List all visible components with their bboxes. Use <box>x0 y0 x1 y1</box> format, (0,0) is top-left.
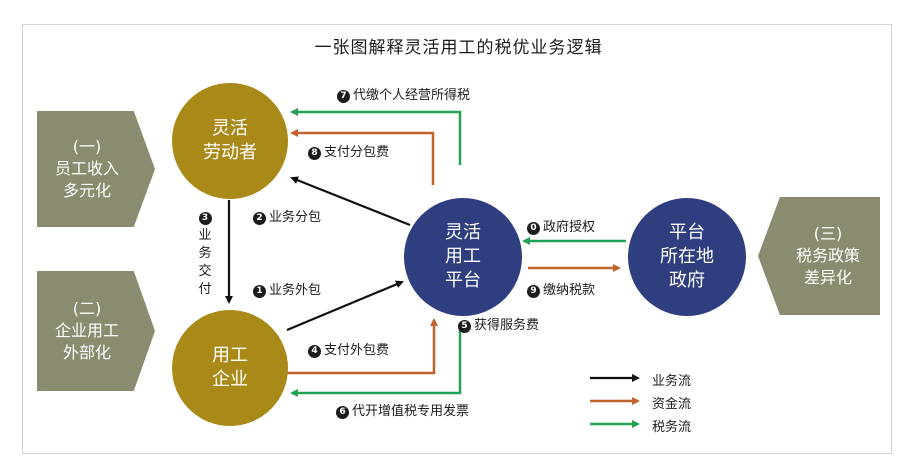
node-label-line: 平台 <box>669 222 705 243</box>
flow-label-text: 支付分包费 <box>324 145 390 160</box>
node-label-line: 企业 <box>212 369 248 390</box>
step-number-badge: 5 <box>458 320 471 333</box>
arrow-tax-flow-7 <box>290 108 462 165</box>
step-number-badge: 0 <box>527 222 540 235</box>
step-number-badge: 8 <box>308 147 321 160</box>
flow-label-char: 付 <box>198 282 212 297</box>
node-employer-enterprise: 用工 企业 <box>172 310 288 426</box>
step-number-badge: 4 <box>308 345 321 358</box>
flow-label-char: 业 <box>198 228 212 243</box>
side-label-line: 企业用工 <box>54 321 119 340</box>
step-number-badge: 9 <box>527 285 540 298</box>
step-number-badge: 7 <box>337 90 350 103</box>
node-label-line: 灵活 <box>212 118 248 139</box>
side-label-income-diversification: (一) 员工收入 多元化 <box>37 111 155 227</box>
side-label-line: 差异化 <box>803 268 852 287</box>
flow-label-3: 3 业 务 交 付 <box>196 209 214 299</box>
node-label-line: 劳动者 <box>203 142 257 163</box>
side-label-line: 员工收入 <box>54 159 119 178</box>
node-label-line: 政府 <box>669 270 705 291</box>
node-label-line: 用工 <box>445 246 481 267</box>
flow-label-text: 代开增值税专用发票 <box>352 404 470 419</box>
step-number-badge: 1 <box>253 285 266 298</box>
flow-label-text: 政府授权 <box>543 220 596 235</box>
node-label-line: 平台 <box>445 270 481 291</box>
flow-label-text: 业务分包 <box>269 210 322 225</box>
side-label-line: (二) <box>72 299 102 318</box>
legend-business-flow: 业务流 <box>652 374 692 389</box>
side-label-line: (一) <box>72 137 102 156</box>
step-number-badge: 3 <box>198 212 212 225</box>
arrow-business-flow-2 <box>290 176 411 227</box>
flow-label-text: 支付外包费 <box>324 343 390 358</box>
step-number-badge: 2 <box>253 212 266 225</box>
node-label-line: 用工 <box>212 345 248 366</box>
arrow-money-flow-8 <box>290 129 435 185</box>
side-label-tax-policy-differentiation: (三) 税务政策 差异化 <box>758 197 880 315</box>
flow-label-text: 业务外包 <box>269 283 322 298</box>
node-label-line: 所在地 <box>660 246 714 267</box>
node-flexible-employment-platform: 灵活 用工 平台 <box>404 198 522 316</box>
node-flexible-worker: 灵活 劳动者 <box>172 83 288 199</box>
flow-label-text: 获得服务费 <box>474 318 540 333</box>
flow-label-text: 缴纳税款 <box>543 283 596 298</box>
step-number-badge: 6 <box>336 406 349 419</box>
legend-money-flow: 资金流 <box>652 397 692 412</box>
legend-tax-flow: 税务流 <box>652 420 692 435</box>
flow-label-text: 代缴个人经营所得税 <box>353 88 471 103</box>
arrow-business-flow-1 <box>286 280 404 332</box>
diagram-title: 一张图解释灵活用工的税优业务逻辑 <box>314 38 603 58</box>
side-label-line: 多元化 <box>62 181 111 200</box>
side-label-line: 外部化 <box>62 343 111 362</box>
arrow-money-flow-4 <box>287 318 438 375</box>
flow-label-char: 务 <box>198 246 212 261</box>
node-label-line: 灵活 <box>445 222 481 243</box>
arrow-tax-flow-6 <box>290 323 462 397</box>
flow-label-char: 交 <box>198 264 212 279</box>
node-platform-local-government: 平台 所在地 政府 <box>628 198 746 316</box>
side-label-line: 税务政策 <box>795 246 860 265</box>
side-label-employment-externalization: (二) 企业用工 外部化 <box>37 271 155 391</box>
side-label-line: (三) <box>813 224 843 243</box>
